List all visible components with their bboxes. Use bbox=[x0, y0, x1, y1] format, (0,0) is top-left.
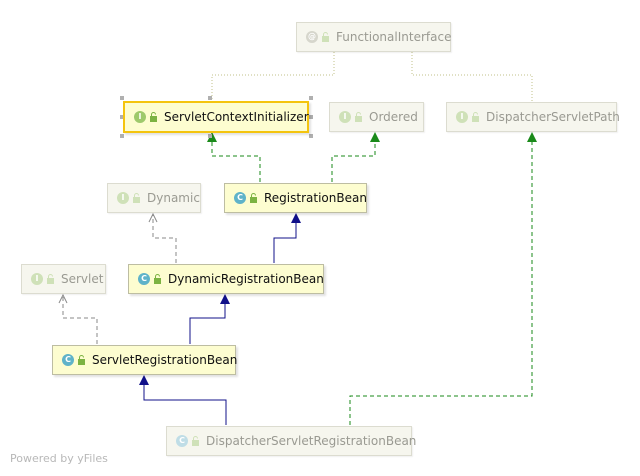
class-icon: C bbox=[138, 273, 150, 285]
interface-icon: I bbox=[134, 111, 146, 123]
lock-icon bbox=[150, 112, 157, 122]
node-servlet[interactable]: I Servlet bbox=[21, 264, 106, 294]
selection-handle[interactable] bbox=[309, 134, 313, 138]
selection-handle[interactable] bbox=[208, 96, 212, 100]
selection-handle[interactable] bbox=[208, 134, 212, 138]
lock-icon bbox=[250, 193, 257, 203]
selection-handle[interactable] bbox=[120, 134, 124, 138]
lock-icon bbox=[472, 112, 479, 122]
node-servlet-registration-bean[interactable]: C ServletRegistrationBean bbox=[52, 345, 238, 375]
lock-icon bbox=[133, 193, 140, 203]
node-label: ServletRegistrationBean bbox=[92, 353, 238, 367]
annotation-icon: @ bbox=[306, 31, 318, 43]
yfiles-watermark: Powered by yFiles bbox=[10, 452, 108, 465]
node-label: RegistrationBean bbox=[264, 191, 367, 205]
node-label: Dynamic bbox=[147, 191, 200, 205]
extends-edge-servlet-registration-to-dynamic bbox=[189, 294, 230, 344]
node-dispatcher-servlet-registration-bean[interactable]: C DispatcherServletRegistrationBean bbox=[166, 426, 416, 456]
node-label: ServletContextInitializer bbox=[164, 110, 309, 124]
node-dispatcher-servlet-path[interactable]: I DispatcherServletPath bbox=[446, 102, 620, 132]
node-label: DispatcherServletRegistrationBean bbox=[206, 434, 417, 448]
lock-icon bbox=[322, 32, 329, 42]
implements-edge-registration-bean-to-ordered bbox=[331, 132, 380, 182]
lock-icon bbox=[192, 436, 199, 446]
node-label: DynamicRegistrationBean bbox=[168, 272, 324, 286]
class-icon: C bbox=[234, 192, 246, 204]
faded-edge-dynamic-registration-to-dynamic bbox=[153, 214, 177, 263]
lock-icon bbox=[47, 274, 54, 284]
faded-edge-servlet-registration-to-servlet bbox=[63, 295, 98, 344]
selection-handle[interactable] bbox=[309, 96, 313, 100]
lock-icon bbox=[78, 355, 85, 365]
interface-icon: I bbox=[456, 111, 468, 123]
node-ordered[interactable]: I Ordered bbox=[329, 102, 424, 132]
extends-edge-dispatcher-to-servlet-registration bbox=[139, 375, 227, 425]
extends-edge-dynamic-registration-to-registration bbox=[273, 213, 301, 263]
selection-handle[interactable] bbox=[120, 96, 124, 100]
annotation-edge-servlet-context-initializer bbox=[211, 52, 335, 101]
node-label: DispatcherServletPath bbox=[486, 110, 620, 124]
implements-edge-dispatcher-to-servlet-path bbox=[349, 132, 537, 425]
class-icon: C bbox=[176, 435, 188, 447]
annotation-edge-dispatcher-servlet-path bbox=[411, 52, 533, 101]
selection-handle[interactable] bbox=[309, 115, 313, 119]
node-dynamic-registration-bean[interactable]: C DynamicRegistrationBean bbox=[128, 264, 324, 294]
node-functional-interface[interactable]: @ FunctionalInterface bbox=[296, 22, 451, 52]
node-label: FunctionalInterface bbox=[336, 30, 452, 44]
interface-icon: I bbox=[117, 192, 129, 204]
node-registration-bean[interactable]: C RegistrationBean bbox=[224, 183, 367, 213]
node-dynamic[interactable]: I Dynamic bbox=[107, 183, 201, 213]
lock-icon bbox=[154, 274, 161, 284]
node-label: Ordered bbox=[369, 110, 418, 124]
interface-icon: I bbox=[339, 111, 351, 123]
node-servlet-context-initializer[interactable]: I ServletContextInitializer bbox=[123, 101, 309, 133]
selection-handle[interactable] bbox=[120, 115, 124, 119]
lock-icon bbox=[355, 112, 362, 122]
node-label: Servlet bbox=[61, 272, 104, 286]
class-icon: C bbox=[62, 354, 74, 366]
interface-icon: I bbox=[31, 273, 43, 285]
implements-edge-registration-bean-to-initializer bbox=[207, 132, 261, 182]
